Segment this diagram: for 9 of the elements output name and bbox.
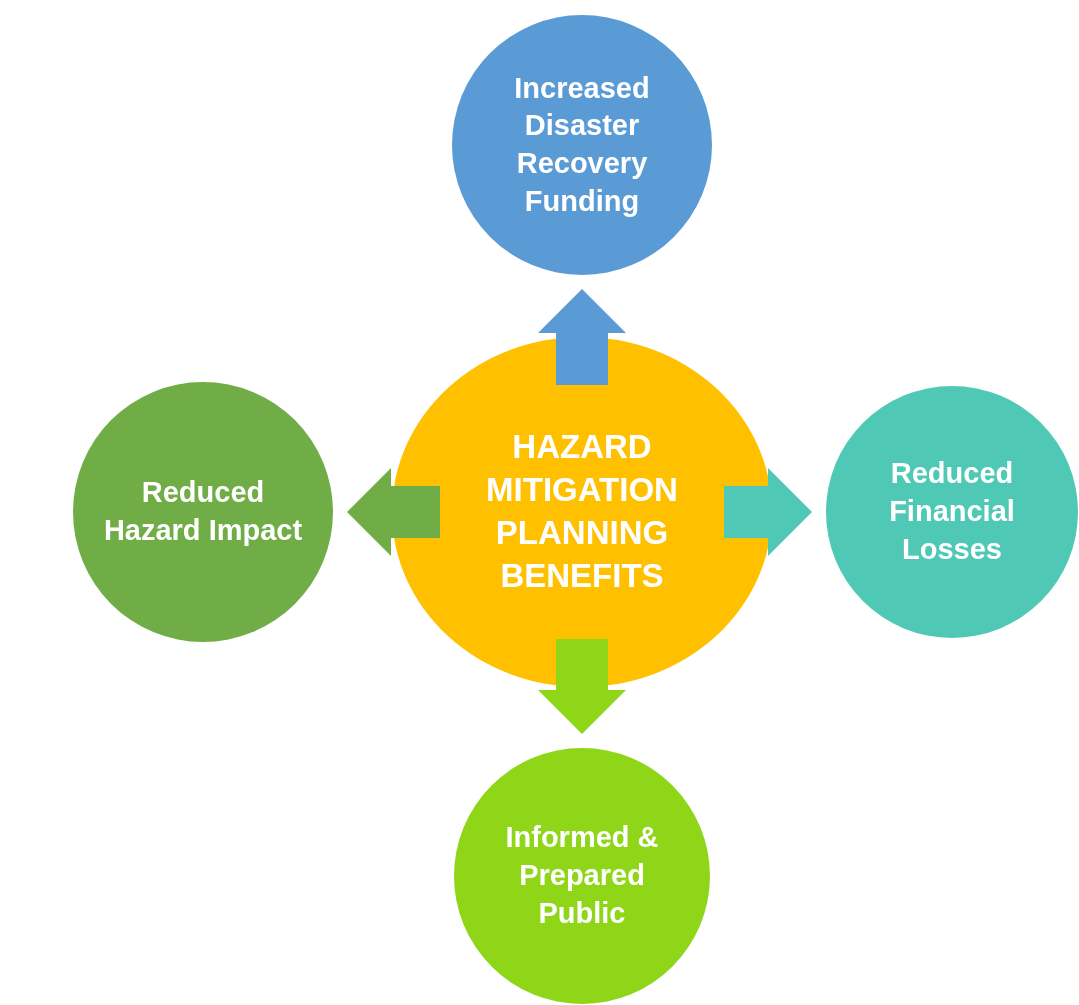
block-arrow [347, 468, 440, 556]
node-label: Informed & Prepared Public [504, 820, 660, 931]
node-label: Reduced Hazard Impact [103, 475, 303, 548]
block-arrow [724, 468, 812, 556]
node-label: Reduced Financial Losses [888, 456, 1016, 567]
block-arrow [538, 639, 626, 734]
node-label: HAZARD MITIGATION PLANNING BENEFITS [485, 427, 679, 596]
block-arrow [538, 289, 626, 385]
node-label: Increased Disaster Recovery Funding [513, 70, 651, 219]
